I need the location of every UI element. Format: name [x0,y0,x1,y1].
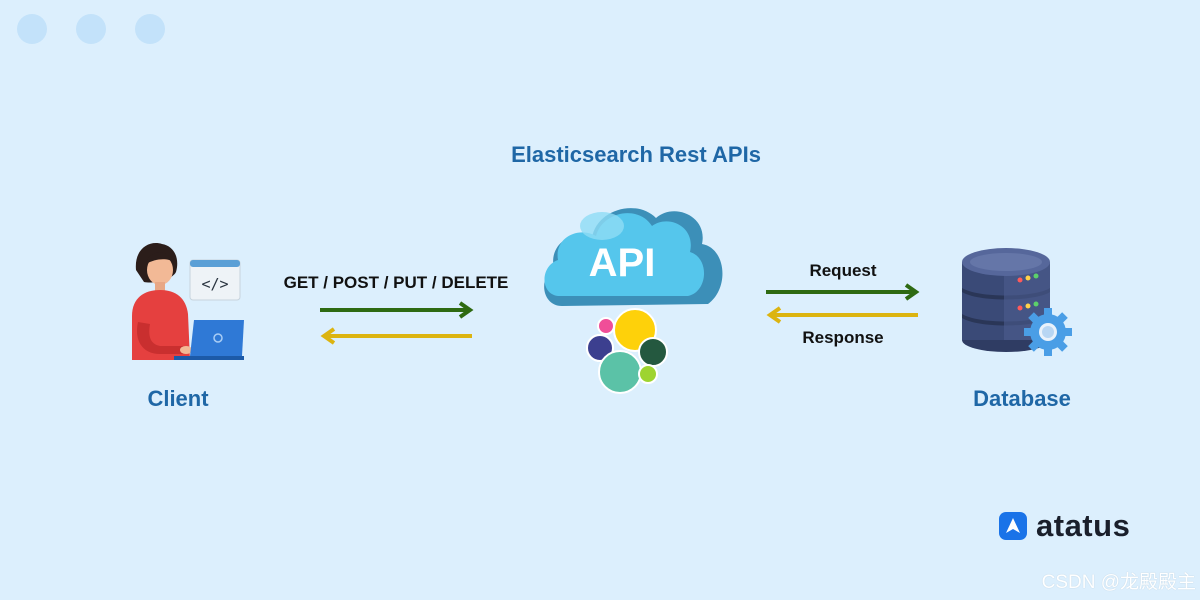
atatus-logo-icon [998,511,1028,541]
response-arrow-to-client [316,326,476,346]
response-label: Response [802,328,884,347]
request-label: Request [809,261,877,280]
diagram-title: Elasticsearch Rest APIs [511,142,761,167]
api-cloud-label: API [589,241,656,285]
request-arrow-to-api [318,300,478,320]
code-window-icon: </> [189,259,241,301]
csdn-watermark: CSDN @龙殿殿主 [1041,572,1196,593]
request-arrow-to-database [764,282,924,302]
atatus-brand: atatus [998,508,1130,544]
window-dot-3 [135,14,165,44]
database-server-icon [958,240,1076,358]
elasticsearch-logo-icon [584,308,672,394]
laptop-icon [174,320,244,360]
database-label: Database [973,386,1071,411]
response-arrow-to-api [762,305,922,325]
window-dot-2 [76,14,106,44]
gear-icon [1024,308,1072,356]
code-window-text: </> [201,275,228,293]
window-dot-1 [17,14,47,44]
client-label: Client [147,386,209,411]
atatus-brand-name: atatus [1036,508,1131,543]
client-illustration: </> [124,236,248,366]
http-methods-label: GET / POST / PUT / DELETE [283,273,509,292]
api-cloud-icon: API [540,196,730,314]
